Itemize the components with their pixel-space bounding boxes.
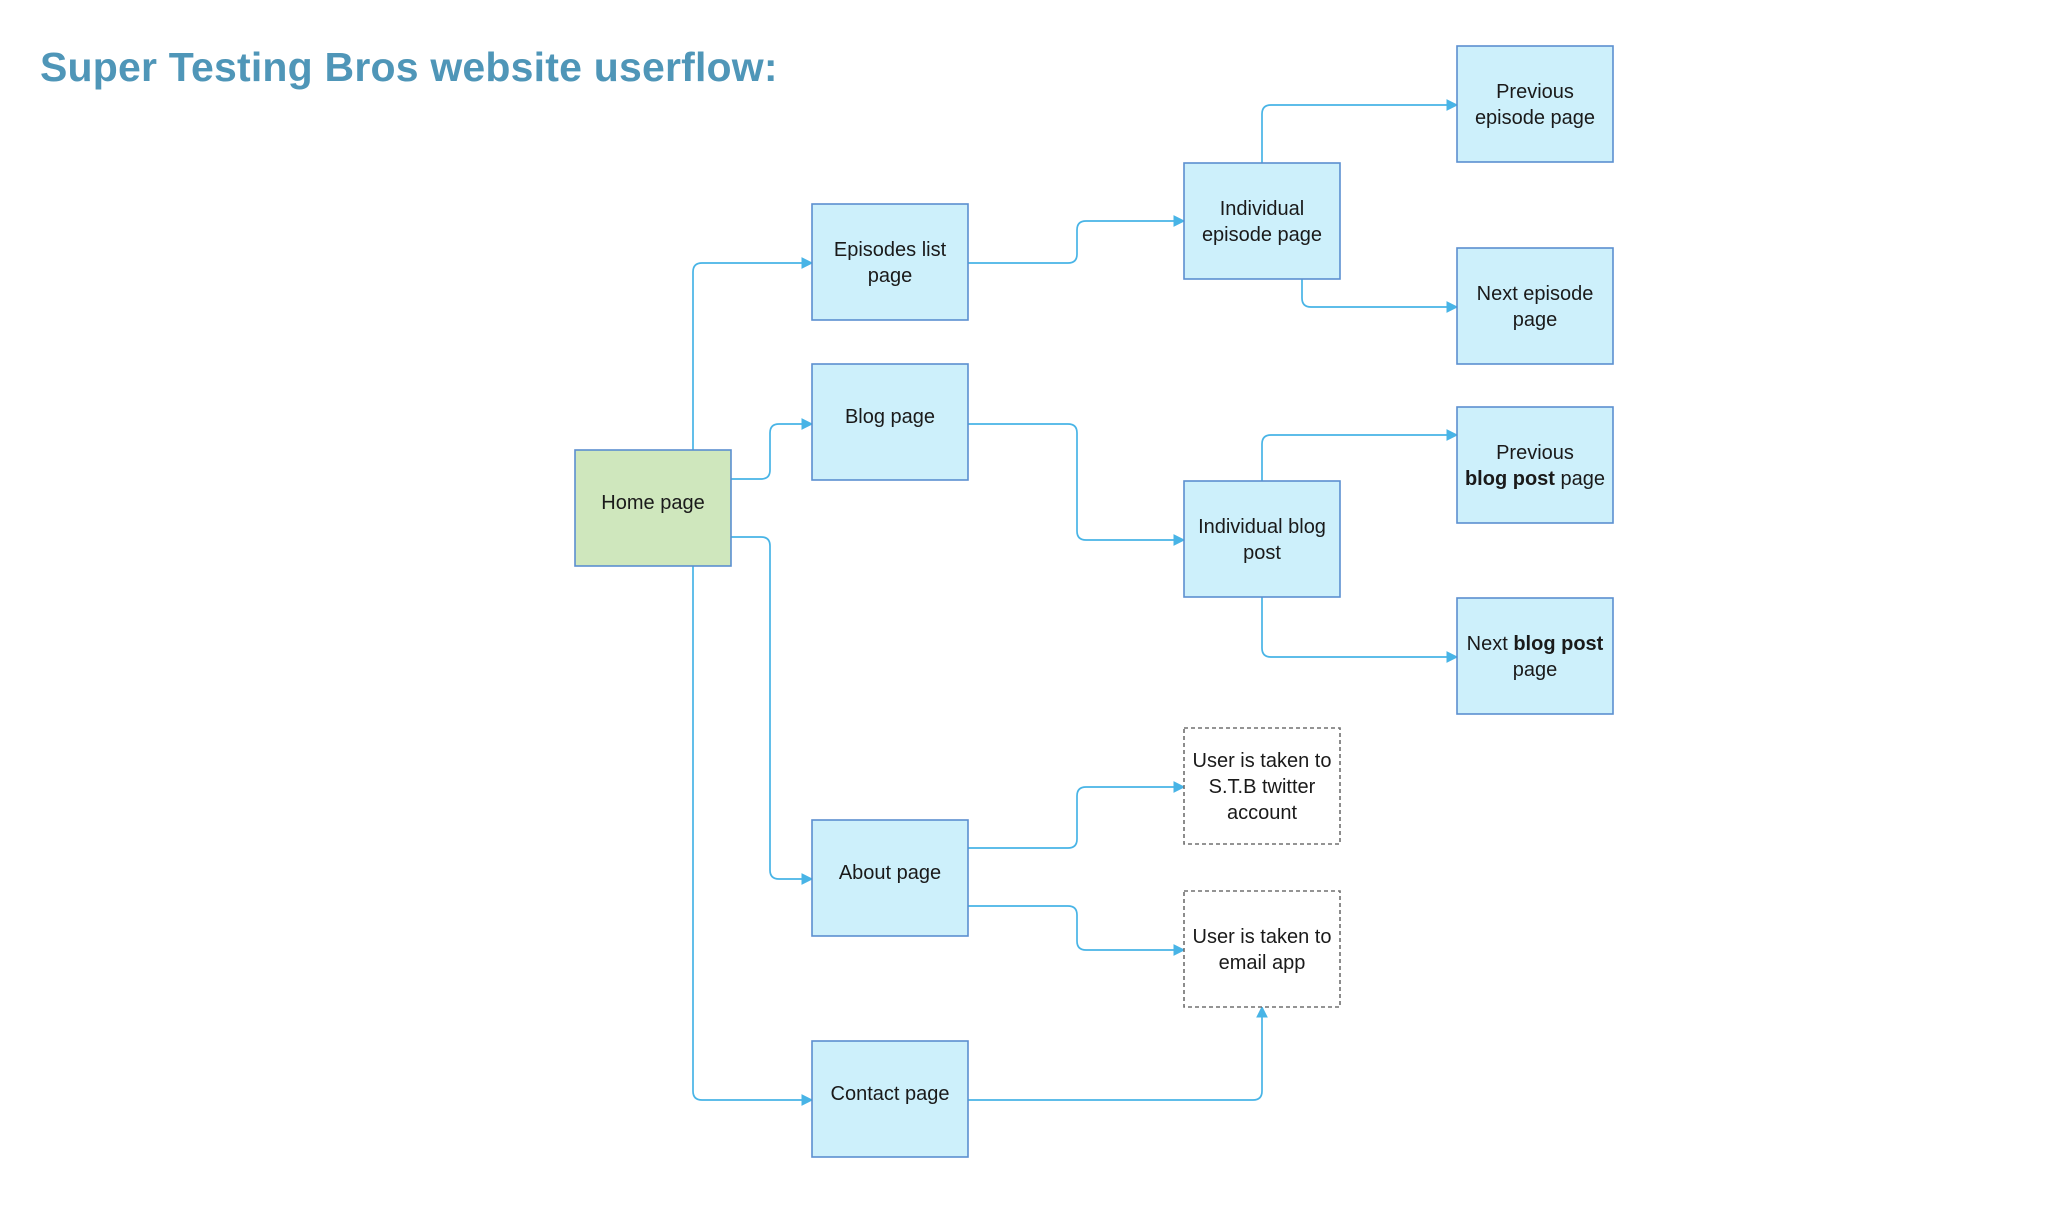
connector-episodes-to-individual-episode — [968, 215, 1186, 264]
connector-individual-blog-to-prev-blog — [1261, 429, 1459, 481]
node-box-prev-blog — [1456, 406, 1614, 524]
connector-home-to-episodes — [692, 257, 814, 450]
node-home: Home page — [574, 449, 732, 567]
connector-about-to-twitter — [968, 781, 1186, 849]
connector-contact-to-email — [968, 1005, 1268, 1101]
node-box-home — [574, 449, 732, 567]
node-box-blog — [811, 363, 969, 481]
connector-about-to-email — [968, 905, 1186, 956]
connector-home-to-contact — [692, 566, 814, 1106]
node-box-twitter — [1183, 727, 1341, 845]
connector-individual-episode-to-prev-episode — [1261, 99, 1459, 163]
node-box-individual-episode — [1183, 162, 1341, 280]
connector-layer — [692, 99, 1459, 1106]
node-box-about — [811, 819, 969, 937]
node-box-episodes — [811, 203, 969, 321]
node-label-home: Home page — [601, 492, 704, 514]
connector-home-to-about — [731, 536, 814, 885]
connector-home-to-blog — [731, 418, 814, 480]
node-box-individual-blog — [1183, 480, 1341, 598]
node-box-contact — [811, 1040, 969, 1158]
node-box-email — [1183, 890, 1341, 1008]
connector-blog-to-individual-blog — [968, 423, 1186, 546]
page-title: Super Testing Bros website userflow: — [40, 44, 778, 90]
node-box-next-blog — [1456, 597, 1614, 715]
connector-individual-blog-to-next-blog — [1261, 597, 1459, 663]
node-box-next-episode — [1456, 247, 1614, 365]
node-label-blog: Blog page — [845, 406, 935, 428]
node-contact: Contact page — [811, 1040, 969, 1158]
node-box-prev-episode — [1456, 45, 1614, 163]
node-blog: Blog page — [811, 363, 969, 481]
node-label-about: About page — [839, 862, 941, 884]
node-label-contact: Contact page — [831, 1083, 950, 1105]
connector-individual-episode-to-next-episode — [1301, 279, 1459, 313]
node-about: About page — [811, 819, 969, 937]
